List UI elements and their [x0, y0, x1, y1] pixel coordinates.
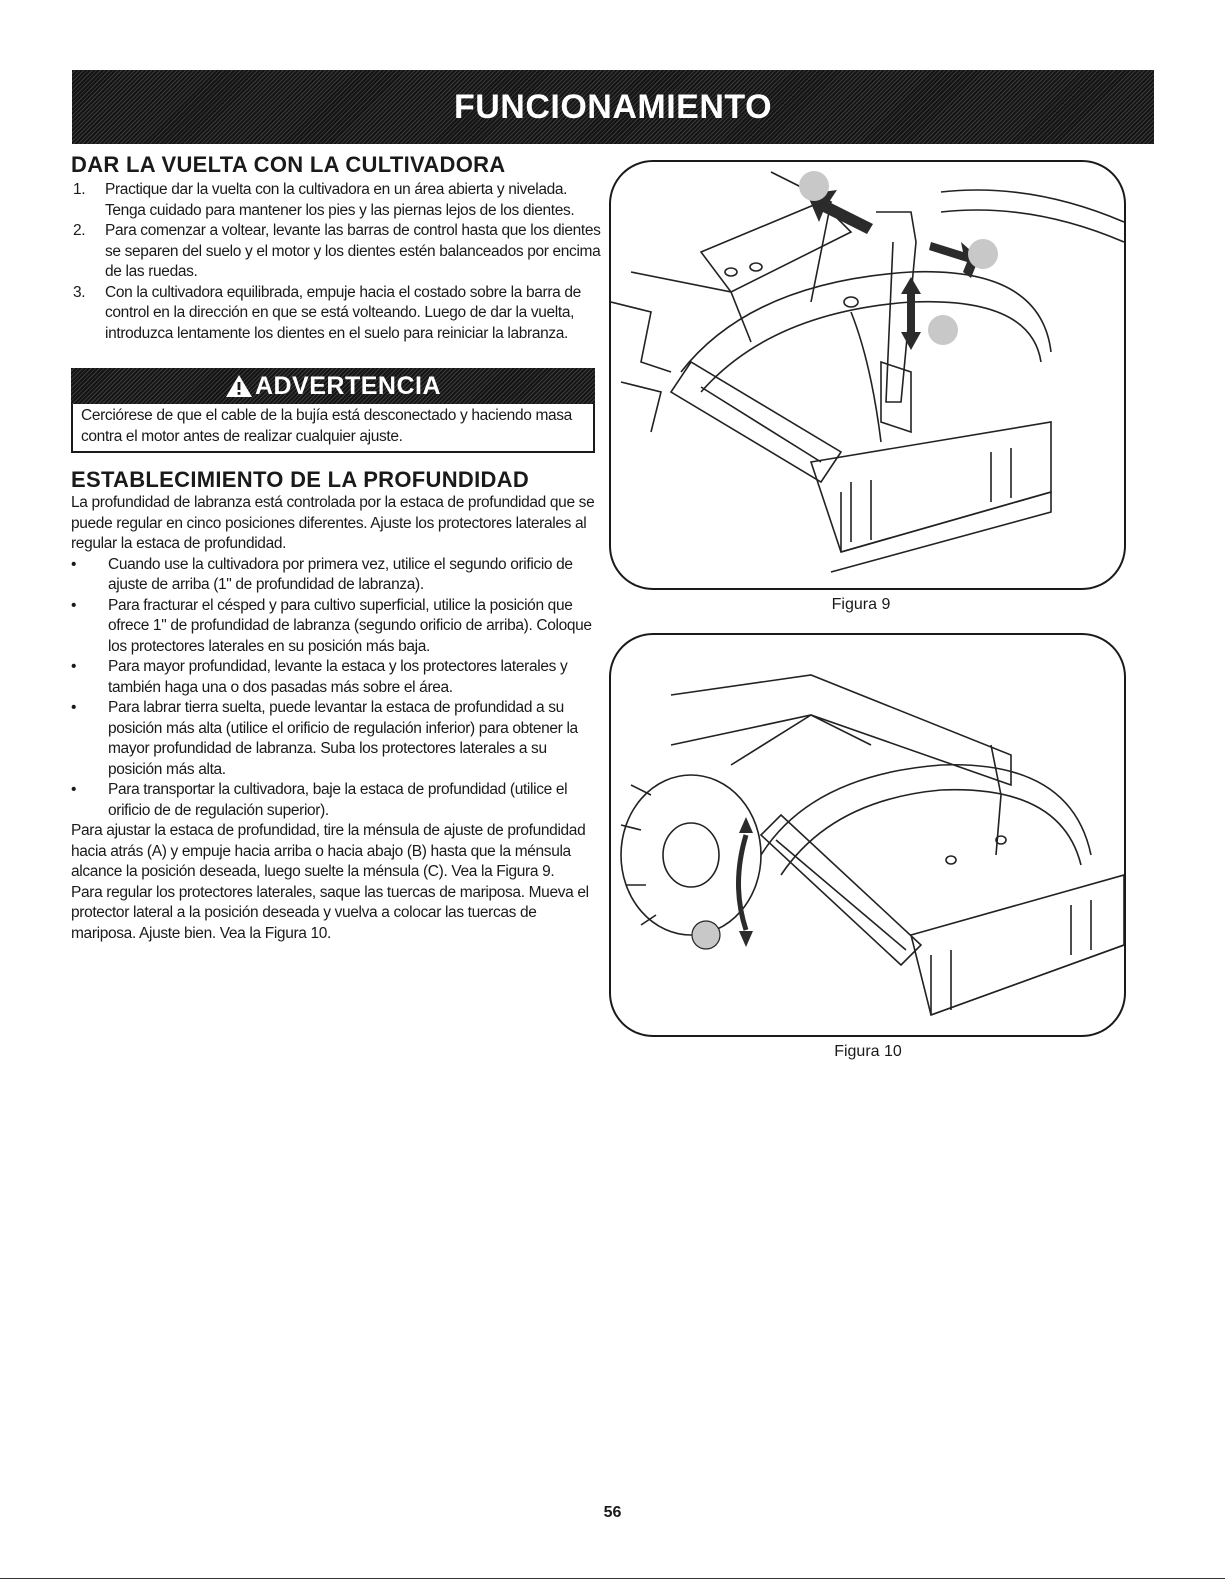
- figure-9-caption: Figura 9: [831, 596, 891, 613]
- left-column: DAR LA VUELTA CON LA CULTIVADORA 1.Pract…: [71, 152, 601, 944]
- list-item: 3.Con la cultivadora equilibrada, empuje…: [73, 283, 581, 342]
- warning-text: Cerciórese de que el cable de la bujía e…: [81, 407, 572, 445]
- depth-heading: ESTABLECIMIENTO DE LA PROFUNDIDAD: [71, 467, 530, 492]
- banner-title: FUNCIONAMIENTO: [453, 87, 773, 126]
- list-item: 2.Para comenzar a voltear, levante las b…: [73, 222, 601, 280]
- figure-9: [609, 160, 1126, 590]
- tiller-depth-bar-illustration: [611, 171, 1124, 573]
- tiller-side-shield-illustration: [620, 674, 1124, 1017]
- depth-intro: La profundidad de labranza está controla…: [71, 494, 595, 552]
- warning-box: ADVERTENCIA Cerciórese de que el cable d…: [71, 368, 595, 453]
- list-item: •Para labrar tierra suelta, puede levant…: [71, 699, 578, 778]
- list-item: •Cuando use la cultivadora por primera v…: [71, 555, 573, 594]
- figure-10: [609, 633, 1126, 1037]
- depth-bullets: •Cuando use la cultivadora por primera v…: [71, 555, 601, 822]
- section-banner: FUNCIONAMIENTO: [72, 70, 1154, 144]
- figure-10-caption: Figura 10: [834, 1043, 902, 1060]
- warning-title: ADVERTENCIA: [254, 371, 442, 400]
- list-item: •Para mayor profundidad, levante la esta…: [71, 658, 568, 696]
- bottom-rule: [0, 1578, 1225, 1579]
- warning-header: ADVERTENCIA: [71, 368, 595, 404]
- turning-heading: DAR LA VUELTA CON LA CULTIVADORA: [71, 152, 506, 177]
- page-number: 56: [603, 1504, 622, 1521]
- adjust-shields-text: Para regular los protectores laterales, …: [71, 883, 589, 942]
- turning-steps: 1.Practique dar la vuelta con la cultiva…: [71, 180, 601, 344]
- list-item: •Para transportar la cultivadora, baje l…: [71, 781, 568, 819]
- adjust-depth-text: Para ajustar la estaca de profundidad, t…: [71, 822, 586, 880]
- list-item: 1.Practique dar la vuelta con la cultiva…: [73, 181, 575, 219]
- list-item: •Para fracturar el césped y para cultivo…: [71, 596, 592, 655]
- warning-triangle-icon: [225, 375, 252, 397]
